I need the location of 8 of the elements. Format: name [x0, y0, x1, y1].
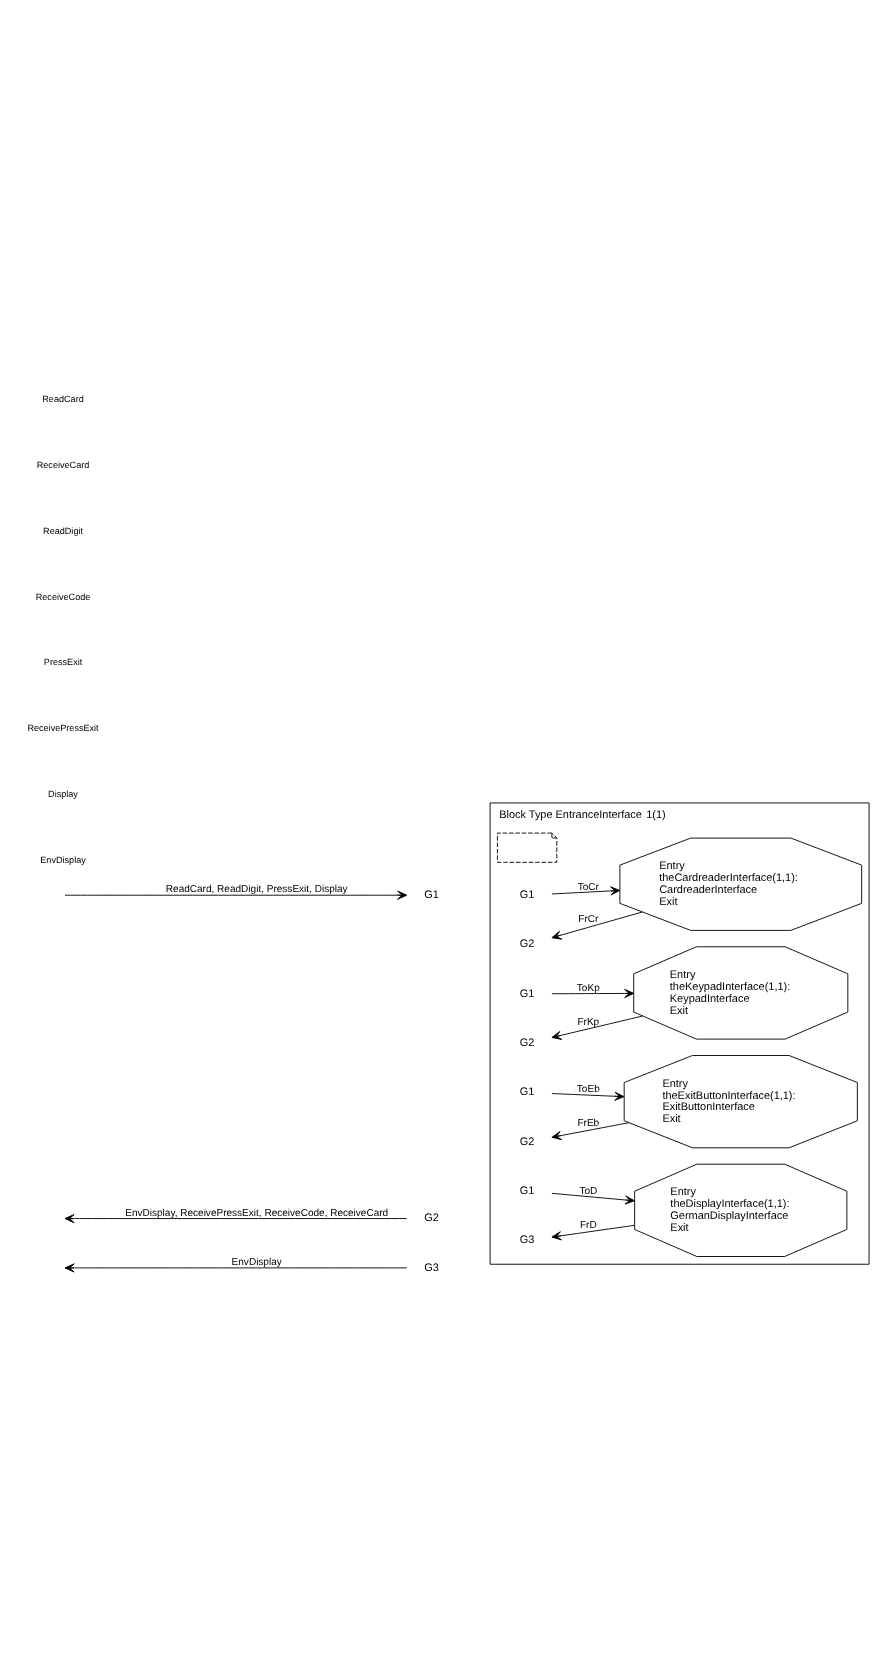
- arrow: [551, 1122, 630, 1141]
- arrow: [551, 1091, 625, 1101]
- arrow: [551, 1015, 644, 1040]
- arrow: [551, 988, 635, 998]
- arrow: [551, 1224, 635, 1241]
- arrow: [551, 886, 621, 896]
- arrow: [551, 1192, 635, 1205]
- arrow: [551, 911, 643, 940]
